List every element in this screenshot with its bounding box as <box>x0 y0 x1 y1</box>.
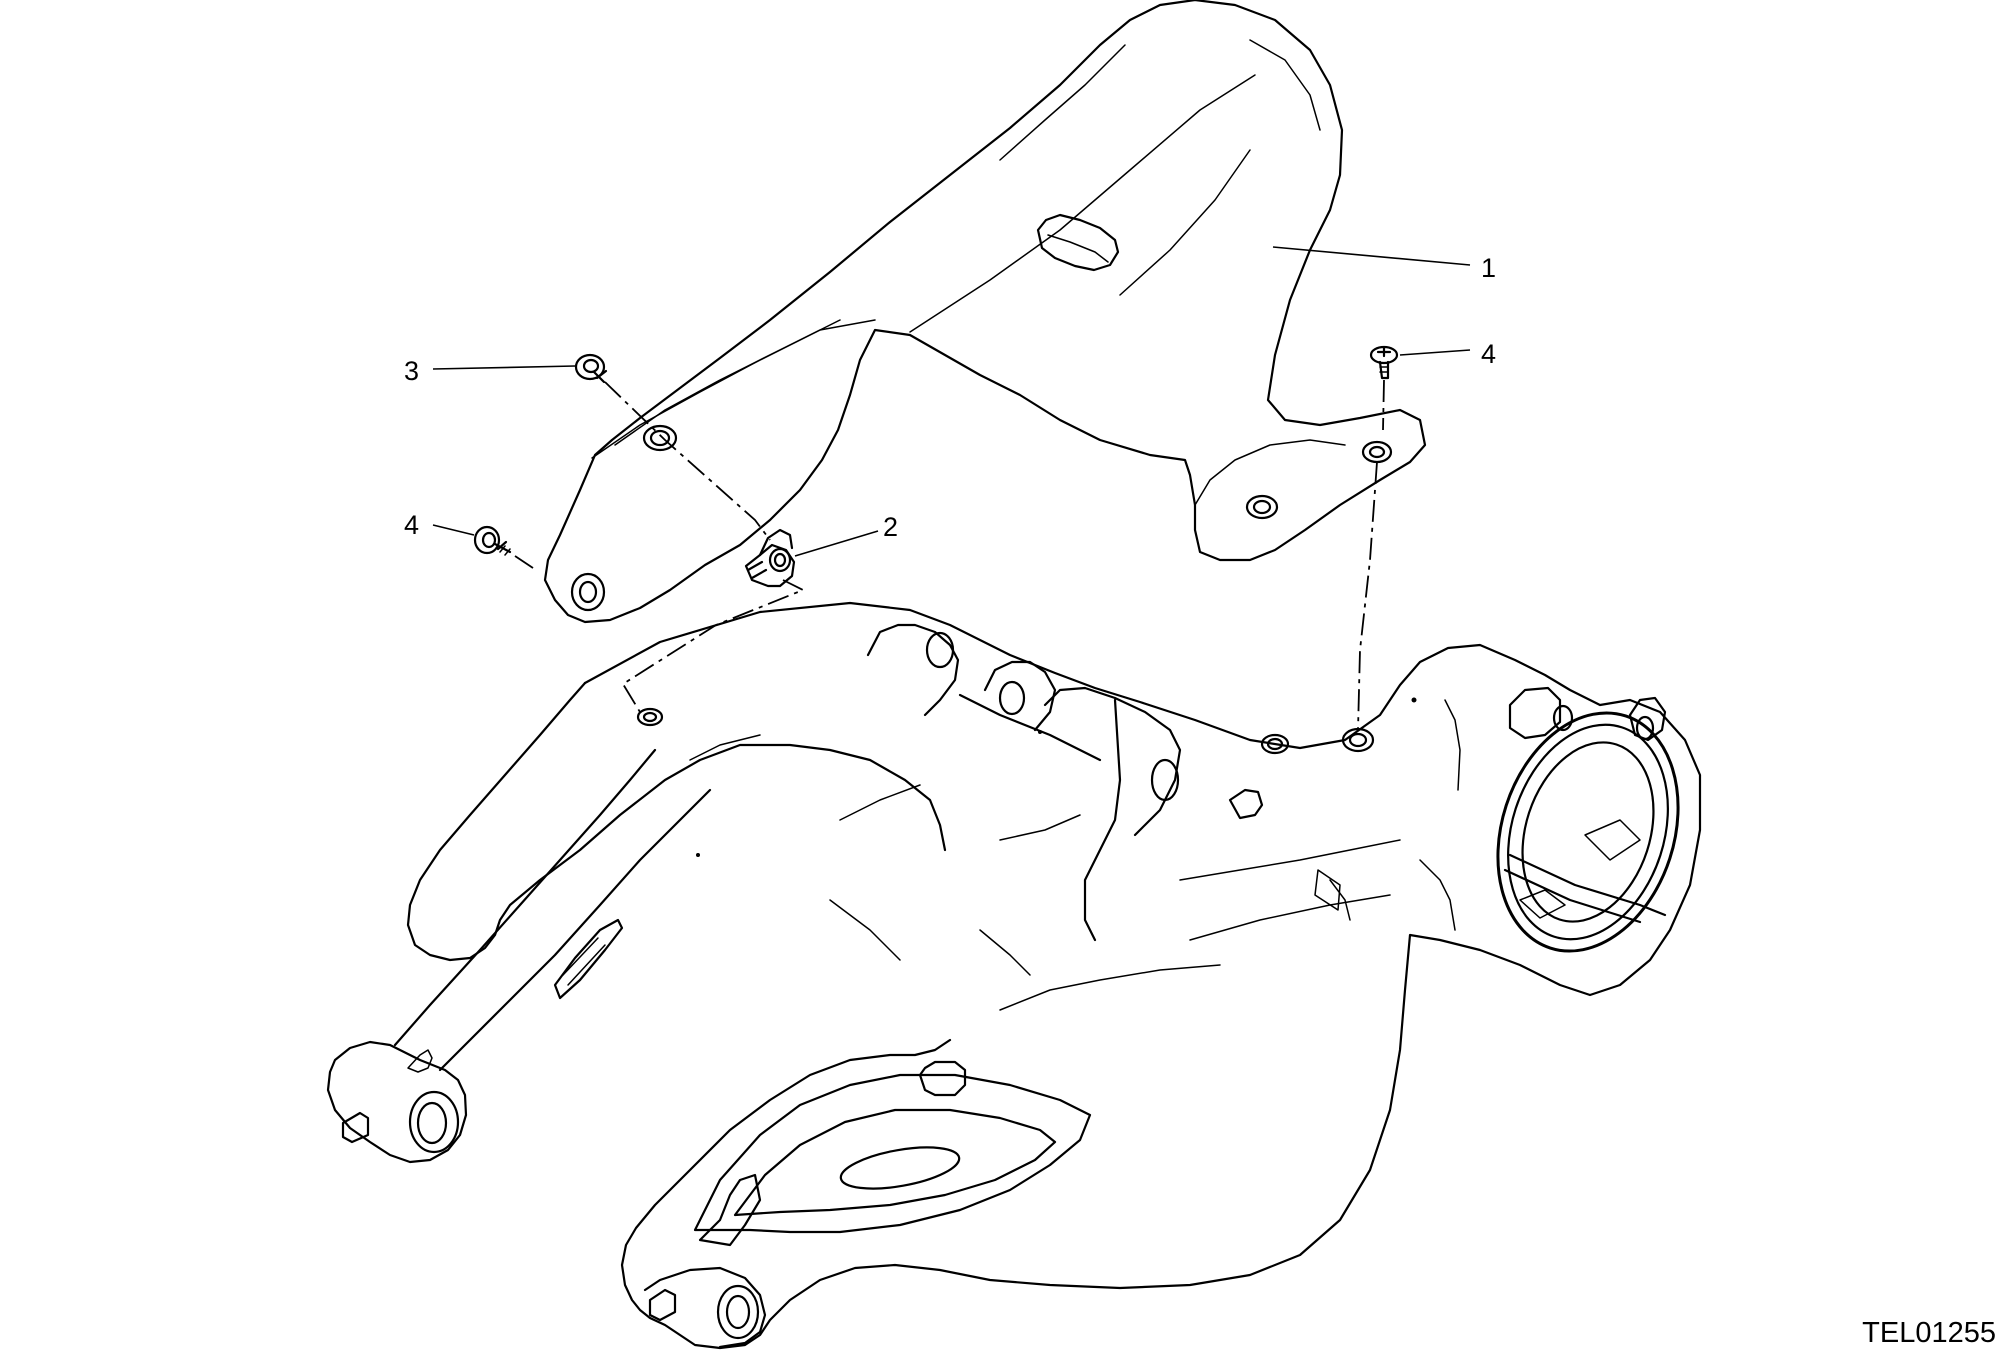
callout-part-2: 2 <box>883 512 899 542</box>
callout-part-3: 3 <box>404 356 420 386</box>
leader-lines <box>432 246 1471 557</box>
callout-part-4-right: 4 <box>1481 339 1497 369</box>
clip-nut-2 <box>744 528 796 588</box>
screw-4-left <box>473 525 512 556</box>
swingarm <box>326 601 1702 1350</box>
rear-hugger <box>543 0 1427 624</box>
screw-4-right <box>1369 345 1399 380</box>
screw-3 <box>574 353 608 384</box>
assembly-lines <box>514 379 1385 731</box>
callout-part-4-left: 4 <box>404 510 420 540</box>
drawing-code: TEL01255 <box>1862 1317 1996 1349</box>
callout-part-1: 1 <box>1481 253 1497 283</box>
